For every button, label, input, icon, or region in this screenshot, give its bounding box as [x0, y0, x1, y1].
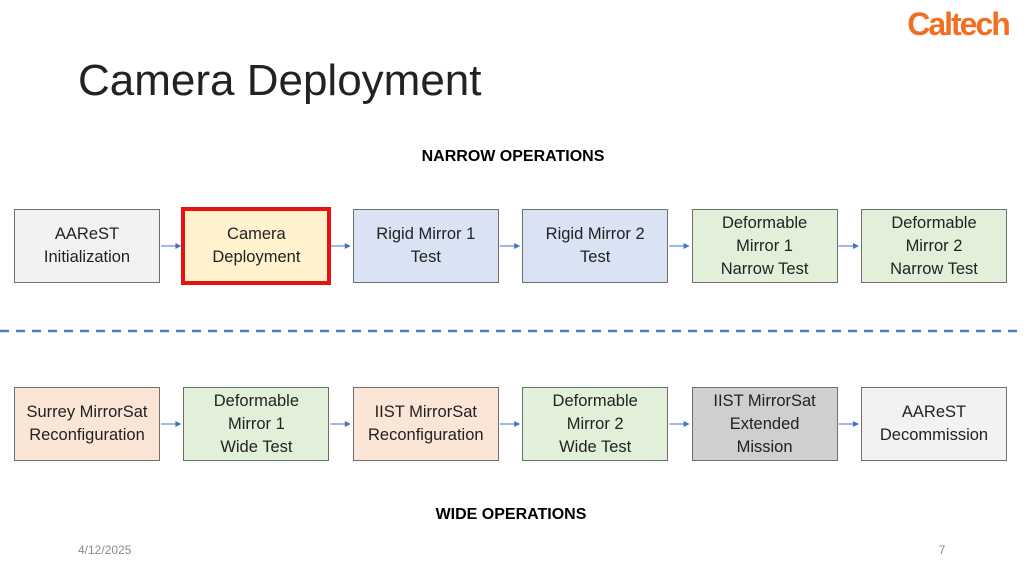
step-label: Deformable Mirror 1 Narrow Test: [720, 213, 809, 278]
slide-title: Camera Deployment: [78, 56, 482, 105]
step-label: Surrey MirrorSat Reconfiguration: [26, 403, 148, 444]
flow-arrows: [161, 243, 859, 427]
arrow-head: [853, 243, 859, 249]
arrow-head: [514, 421, 521, 427]
arrow-head: [344, 421, 351, 427]
step-label: Deformable Mirror 2 Wide Test: [552, 391, 638, 456]
slide-date: 4/12/2025: [78, 543, 132, 557]
wide-step-box: IIST MirrorSat Extended Mission: [691, 387, 838, 461]
step-label: Rigid Mirror 2 Test: [545, 225, 645, 266]
arrow-head: [175, 421, 182, 427]
wide-step-box: IIST MirrorSat Reconfiguration: [352, 387, 499, 461]
step-label: Rigid Mirror 1 Test: [376, 225, 476, 266]
wide-operations-label: WIDE OPERATIONS: [435, 506, 587, 523]
step-label: AAReST Initialization: [43, 225, 131, 266]
narrow-step-box: Deformable Mirror 2 Narrow Test: [861, 209, 1007, 283]
narrow-step-box: Camera Deployment: [181, 207, 332, 285]
wide-step-box: AAReST Decommission: [861, 387, 1007, 461]
step-label: Deformable Mirror 2 Narrow Test: [890, 213, 978, 278]
step-label: Camera Deployment: [212, 225, 301, 266]
narrow-step-box: AAReST Initialization: [14, 209, 160, 283]
arrow-head: [853, 421, 859, 427]
wide-step-box: Deformable Mirror 2 Wide Test: [522, 387, 669, 461]
arrow-head: [683, 421, 690, 427]
arrow-head: [683, 243, 690, 249]
wide-step-box: Surrey MirrorSat Reconfiguration: [14, 387, 160, 461]
narrow-step-box: Rigid Mirror 1 Test: [352, 209, 499, 283]
step-label: Deformable Mirror 1 Wide Test: [213, 391, 300, 456]
wide-step-box: Deformable Mirror 1 Wide Test: [183, 387, 330, 461]
arrow-head: [175, 243, 182, 249]
slide-number: 7: [938, 543, 946, 557]
caltech-logo: Caltech: [907, 6, 1011, 42]
arrow-head: [514, 243, 521, 249]
narrow-operations-label: NARROW OPERATIONS: [421, 148, 605, 165]
narrow-step-box: Deformable Mirror 1 Narrow Test: [691, 209, 838, 283]
step-label: AAReST Decommission: [879, 403, 989, 444]
narrow-step-box: Rigid Mirror 2 Test: [522, 209, 669, 283]
arrow-head: [344, 243, 351, 249]
step-label: IIST MirrorSat Reconfiguration: [368, 403, 484, 444]
step-label: IIST MirrorSat Extended Mission: [713, 391, 816, 456]
